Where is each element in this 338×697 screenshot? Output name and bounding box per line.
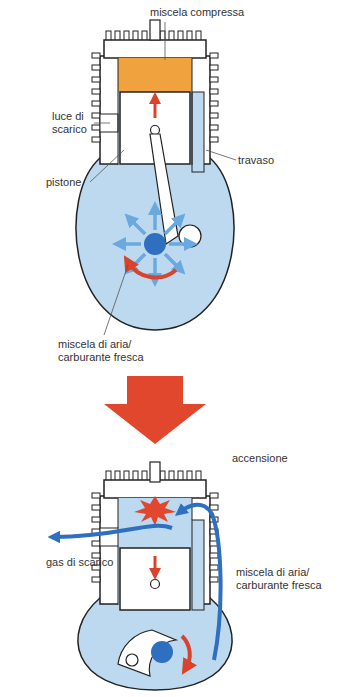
crank-web xyxy=(118,630,176,676)
fin xyxy=(92,65,100,70)
rotation-arrow xyxy=(128,262,176,277)
fin xyxy=(92,53,100,58)
transfer-flow-arrow xyxy=(180,505,221,660)
engine-top xyxy=(76,20,236,335)
leader-line xyxy=(206,150,236,160)
flow-arrow xyxy=(130,219,146,235)
fin xyxy=(210,577,218,582)
crankcase xyxy=(78,598,232,690)
cylinder-head xyxy=(104,480,206,498)
fin xyxy=(210,137,218,142)
fin xyxy=(92,517,100,522)
fin xyxy=(210,565,218,570)
piston xyxy=(120,548,190,610)
crankcase xyxy=(76,158,234,330)
part-label: miscela di aria/ carburante fresca xyxy=(58,338,170,363)
part-label: pistone xyxy=(46,176,106,189)
rotation-arrow xyxy=(182,636,190,668)
part-label: luce di scarico xyxy=(52,110,98,135)
part-label: miscela di aria/ carburante fresca xyxy=(236,566,332,591)
part-label: accensione xyxy=(232,452,322,465)
spark-plug xyxy=(150,462,160,482)
crank-pin xyxy=(126,654,138,666)
flow-arrow xyxy=(165,219,181,235)
fin xyxy=(92,577,100,582)
cylinder-head xyxy=(104,40,206,58)
sequence-arrow xyxy=(104,376,206,444)
fin xyxy=(210,65,218,70)
fin xyxy=(92,493,100,498)
compressed-mixture xyxy=(118,58,192,92)
fin xyxy=(210,89,218,94)
fin xyxy=(210,77,218,82)
crankshaft xyxy=(144,233,166,255)
part-label: gas di scarico xyxy=(46,556,146,569)
engine-bottom xyxy=(54,462,232,690)
wrist-pin xyxy=(151,580,160,589)
fin xyxy=(92,77,100,82)
transfer-port xyxy=(192,520,204,610)
transfer-port xyxy=(192,92,204,172)
fin xyxy=(210,125,218,130)
bore-wall xyxy=(118,498,119,528)
exhaust-flow-arrow xyxy=(54,526,172,537)
bore-wall xyxy=(118,58,119,165)
fin xyxy=(92,541,100,546)
part-label: miscela compressa xyxy=(150,6,270,19)
mixture-flow-arrows xyxy=(119,208,191,280)
part-label: travaso xyxy=(238,154,318,167)
flow-arrow xyxy=(169,242,191,246)
bore-wall xyxy=(118,546,119,605)
motion-arrow xyxy=(154,556,157,574)
flow-arrow xyxy=(165,254,181,270)
ignition-spark xyxy=(134,496,176,526)
fin xyxy=(210,113,218,118)
fin xyxy=(92,89,100,94)
flow-arrow xyxy=(119,242,141,246)
wrist-pin xyxy=(151,126,160,135)
fin xyxy=(92,125,100,130)
fin xyxy=(210,553,218,558)
fin xyxy=(210,505,218,510)
flow-arrow xyxy=(153,208,157,230)
fin xyxy=(210,493,218,498)
fin xyxy=(92,113,100,118)
leader-line xyxy=(94,123,110,124)
leader-line xyxy=(104,265,128,335)
spark-plug xyxy=(150,20,160,40)
fin xyxy=(210,53,218,58)
fin xyxy=(210,101,218,106)
leader-line xyxy=(165,22,166,60)
motion-arrow xyxy=(154,98,157,118)
leader-line xyxy=(90,150,124,182)
fin xyxy=(92,505,100,510)
bore-wall xyxy=(192,498,193,520)
crankshaft xyxy=(151,641,173,663)
fin xyxy=(92,101,100,106)
bore-wall xyxy=(192,58,193,165)
fin xyxy=(92,137,100,142)
